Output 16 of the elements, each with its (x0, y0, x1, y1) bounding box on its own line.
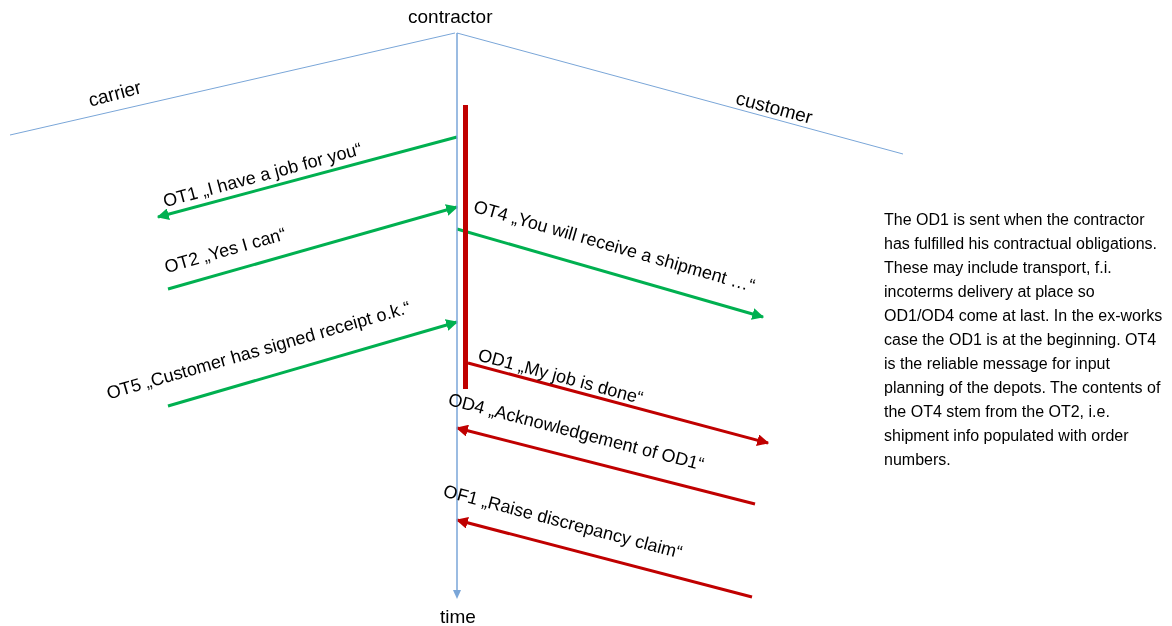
activation-bar (463, 105, 468, 389)
message-arrow (467, 361, 770, 446)
note-text: The OD1 is sent when the contractor has fulfilled his contractual obligations. These may include transport, f.i. incoterms delivery at place so OD1/OD4 come at last. In the ex-works case the OD1 is at the beginning. OT4 is the reliable message for input planning of the depots. The contents of the OT4 stem from the OT2, i.e. shipment info populated with order numbers. (884, 210, 1164, 470)
edge-label: OT1 „I have a job for you“ (160, 137, 366, 213)
axis-label: time (440, 605, 476, 626)
message-arrow (156, 135, 458, 220)
message-arrow (167, 319, 459, 408)
edge-label: OT2 „Yes I can“ (161, 222, 290, 278)
actor-label: carrier (85, 75, 145, 113)
actor-label: customer (732, 86, 816, 130)
message-arrow (455, 516, 753, 599)
message-arrow (455, 424, 756, 506)
edge-label: OT4 „You will receive a shipment …“ (471, 195, 759, 298)
actor-label: contractor (408, 5, 493, 29)
message-arrow (167, 204, 459, 291)
message-arrow (456, 227, 765, 320)
